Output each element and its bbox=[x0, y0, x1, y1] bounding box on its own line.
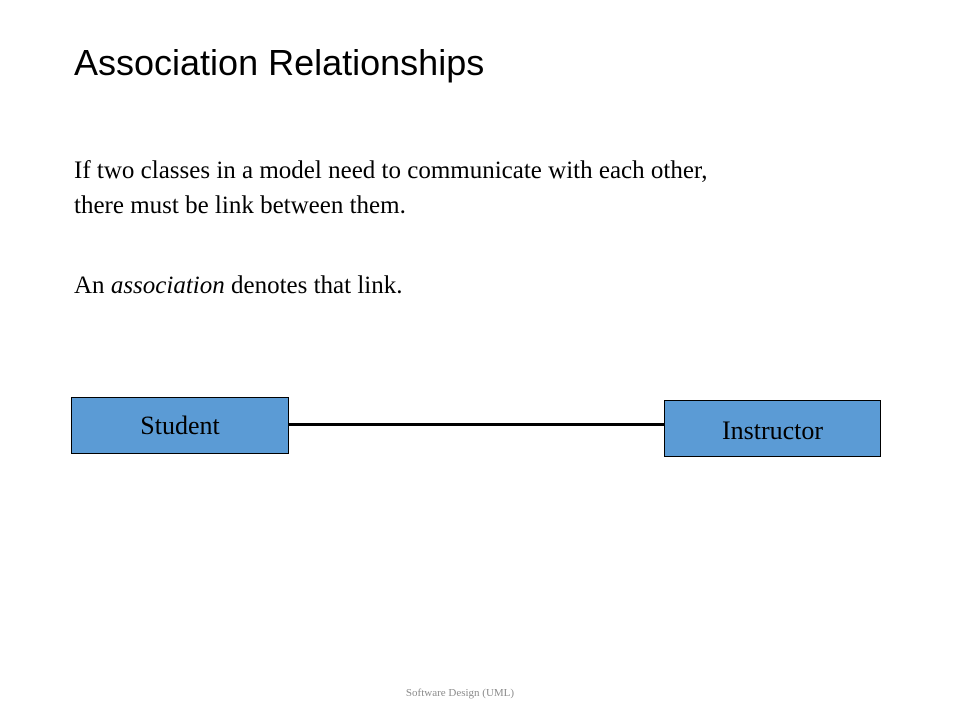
footer-text: Software Design (UML) bbox=[405, 687, 515, 699]
instructor-class-box: Instructor bbox=[664, 400, 881, 457]
association-line bbox=[289, 423, 664, 426]
intro-line-1: If two classes in a model need to commun… bbox=[74, 157, 708, 184]
definition-suffix: denotes that link. bbox=[224, 272, 403, 299]
intro-line-2: there must be link between them. bbox=[74, 192, 406, 219]
student-class-box: Student bbox=[71, 397, 289, 454]
intro-paragraph: If two classes in a model need to commun… bbox=[74, 153, 708, 223]
association-definition: An association denotes that link. bbox=[74, 268, 402, 303]
association-term: association bbox=[110, 272, 225, 299]
definition-prefix: An bbox=[74, 272, 111, 299]
slide-title: Association Relationships bbox=[74, 42, 485, 83]
